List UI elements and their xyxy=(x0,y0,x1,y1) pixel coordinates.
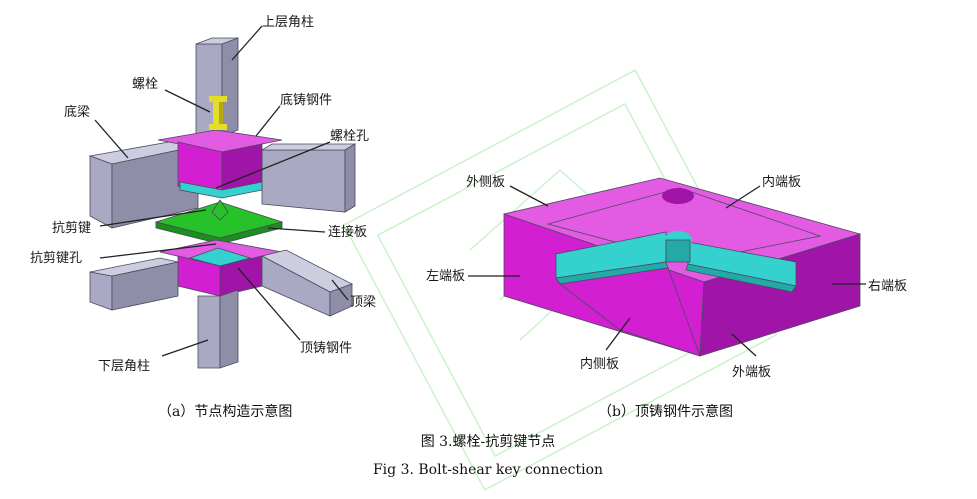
panel-b-diagram xyxy=(468,177,866,357)
bottom-cast-steel xyxy=(157,129,283,199)
bolt-icon xyxy=(209,96,227,130)
label-top-beam: 顶梁 xyxy=(350,295,376,310)
shear-key xyxy=(154,199,284,245)
panel-a-leaders xyxy=(94,25,349,357)
label-bolt-hole: 螺栓孔 xyxy=(330,129,369,144)
bottom-beam-left xyxy=(88,139,200,229)
caption-panel-a: （a）节点构造示意图 xyxy=(158,403,292,420)
label-outer-end-plate: 外端板 xyxy=(732,365,771,380)
label-bolt: 螺栓 xyxy=(132,77,158,92)
panel-b-labels: 外侧板 内端板 左端板 右端板 内侧板 外端板 xyxy=(426,174,907,380)
lower-beam-left xyxy=(89,257,179,311)
label-left-end-plate: 左端板 xyxy=(426,269,465,284)
label-right-end-plate: 右端板 xyxy=(868,279,907,294)
label-bottom-beam: 底梁 xyxy=(64,104,90,120)
lower-corner-column xyxy=(197,289,239,369)
label-inner-side-plate: 内侧板 xyxy=(580,356,619,372)
figure-title-cn: 图 3.螺栓-抗剪键节点 xyxy=(421,434,556,450)
label-lower-corner-column: 下层角柱 xyxy=(98,359,150,374)
caption-panel-b: （b）顶铸钢件示意图 xyxy=(598,403,733,420)
label-top-cast-steel: 顶铸钢件 xyxy=(300,340,352,356)
label-bottom-cast-steel: 底铸钢件 xyxy=(280,92,332,108)
label-inner-end-plate: 内端板 xyxy=(762,174,801,190)
label-outer-side-plate: 外侧板 xyxy=(466,175,505,190)
figure-title-en: Fig 3. Bolt-shear key connection xyxy=(373,462,603,478)
panel-a-labels: 上层角柱 螺栓 底梁 底铸钢件 螺栓孔 抗剪键 连接板 抗剪键孔 顶梁 顶铸钢件… xyxy=(30,15,376,374)
bottom-beam-right xyxy=(260,143,357,213)
label-shear-key: 抗剪键 xyxy=(52,220,91,236)
label-shear-key-hole: 抗剪键孔 xyxy=(30,250,82,266)
panel-b-leaders xyxy=(468,185,866,357)
label-connecting-plate: 连接板 xyxy=(328,224,367,240)
label-upper-corner-column: 上层角柱 xyxy=(262,15,314,30)
top-beam-right xyxy=(260,249,353,317)
panel-a-diagram xyxy=(88,25,357,369)
